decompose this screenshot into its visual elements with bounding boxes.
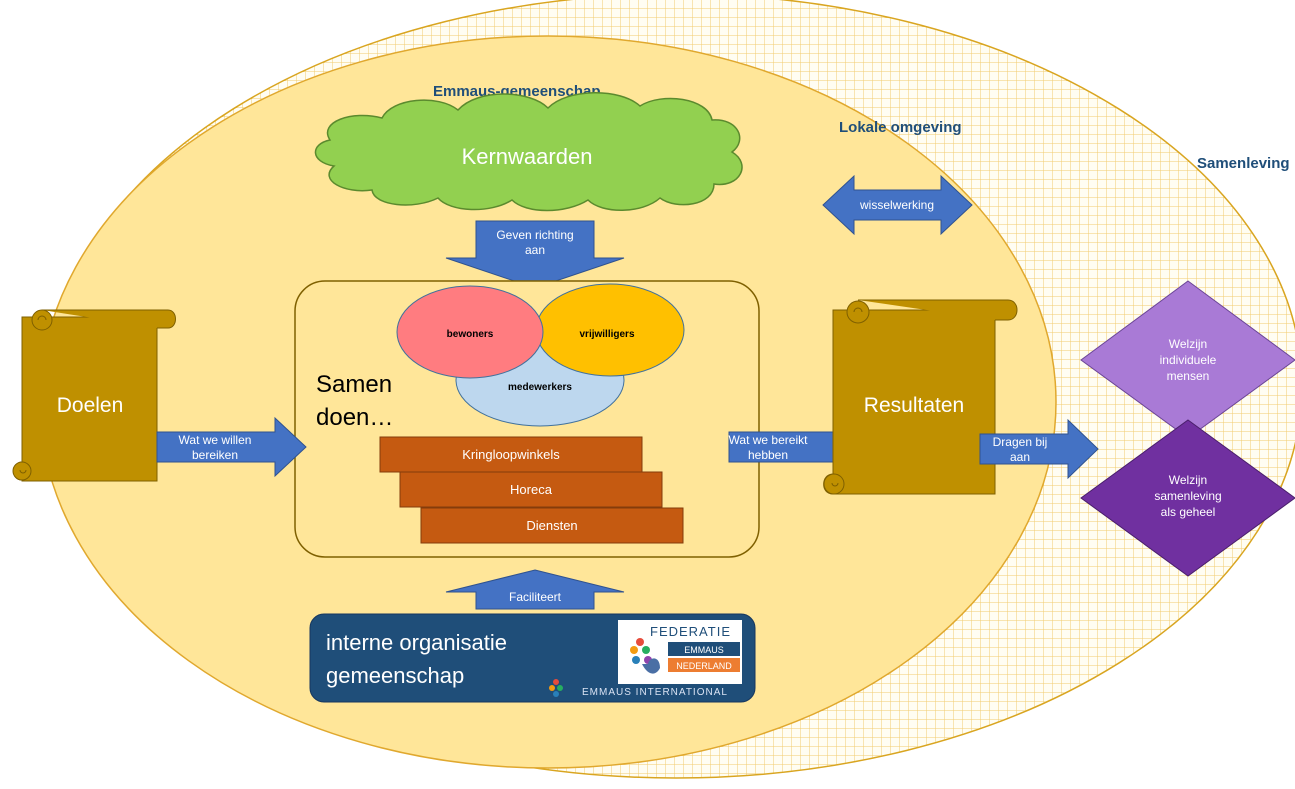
- activity-label: Horeca: [510, 482, 553, 497]
- activity-horeca: Horeca: [399, 471, 663, 508]
- staff-label: medewerkers: [508, 382, 572, 393]
- together-label-line2: doen…: [316, 404, 393, 431]
- results-label: Resultaten: [864, 394, 964, 417]
- activity-label: Kringloopwinkels: [462, 447, 560, 462]
- residents-label: bewoners: [447, 329, 494, 340]
- logo-emmaus: EMMAUS: [684, 645, 724, 655]
- give-direction-arrow: Geven richting aan: [445, 220, 625, 289]
- region-label-local-environment: Lokale omgeving: [839, 119, 962, 136]
- what-we-achieved-label-line2: hebben: [748, 448, 788, 462]
- what-we-want-arrow: Wat we willen bereiken: [156, 416, 307, 478]
- logo-federatie: FEDERATIE: [650, 624, 731, 639]
- wellbeing-society-line3: als geheel: [1161, 505, 1216, 519]
- federatie-emmaus-logo: FEDERATIE EMMAUS NEDERLAND EMMAUS INTERN…: [549, 620, 742, 698]
- contribute-label-line2: aan: [1010, 450, 1030, 464]
- contribute-label-line1: Dragen bij: [993, 435, 1048, 449]
- activity-kringloopwinkels: Kringloopwinkels: [379, 436, 643, 473]
- goals-scroll: Doelen: [12, 309, 176, 482]
- results-scroll: Resultaten: [823, 299, 1018, 495]
- logo-nederland: NEDERLAND: [676, 661, 732, 671]
- interaction-arrow: wisselwerking: [822, 174, 973, 236]
- region-label-society: Samenleving: [1197, 155, 1290, 172]
- logo-emmaus-international: EMMAUS INTERNATIONAL: [582, 687, 728, 698]
- flower-logo-icon: [630, 638, 660, 674]
- region-label-community: Emmaus-gemeenschap: [433, 83, 601, 100]
- contribute-arrow: Dragen bij aan: [979, 418, 1099, 480]
- facilitates-label: Faciliteert: [509, 590, 562, 604]
- wellbeing-society-line2: samenleving: [1154, 489, 1221, 503]
- core-values-label: Kernwaarden: [462, 144, 593, 169]
- wellbeing-individual-line1: Welzijn: [1169, 337, 1207, 351]
- facilitates-arrow: Faciliteert: [445, 569, 625, 610]
- activity-diensten: Diensten: [420, 507, 684, 544]
- what-we-want-label-line2: bereiken: [192, 448, 238, 462]
- emmaus-international-logo-icon: [549, 679, 563, 697]
- volunteers-label: vrijwilligers: [579, 329, 634, 340]
- activity-label: Diensten: [526, 518, 577, 533]
- give-direction-label-line1: Geven richting: [496, 228, 573, 242]
- what-we-achieved-label-line1: Wat we bereikt: [729, 433, 809, 447]
- wellbeing-individual-line2: individuele: [1160, 353, 1217, 367]
- give-direction-label-line2: aan: [525, 243, 545, 257]
- wellbeing-society-line1: Welzijn: [1169, 473, 1207, 487]
- internal-org-line2: gemeenschap: [326, 663, 464, 688]
- goals-label: Doelen: [57, 394, 124, 417]
- together-label-line1: Samen: [316, 371, 392, 398]
- wellbeing-individual-line3: mensen: [1167, 369, 1210, 383]
- wellbeing-individual-diamond: Welzijn individuele mensen: [1080, 280, 1295, 439]
- internal-org-line1: interne organisatie: [326, 630, 507, 655]
- core-values-cloud: Kernwaarden: [314, 92, 743, 212]
- what-we-want-label-line1: Wat we willen: [179, 433, 252, 447]
- interaction-label: wisselwerking: [859, 198, 934, 212]
- internal-organisation-box: interne organisatie gemeenschap FEDERATI…: [309, 613, 756, 703]
- residents-circle: [396, 285, 544, 379]
- wellbeing-society-diamond: Welzijn samenleving als geheel: [1080, 419, 1295, 577]
